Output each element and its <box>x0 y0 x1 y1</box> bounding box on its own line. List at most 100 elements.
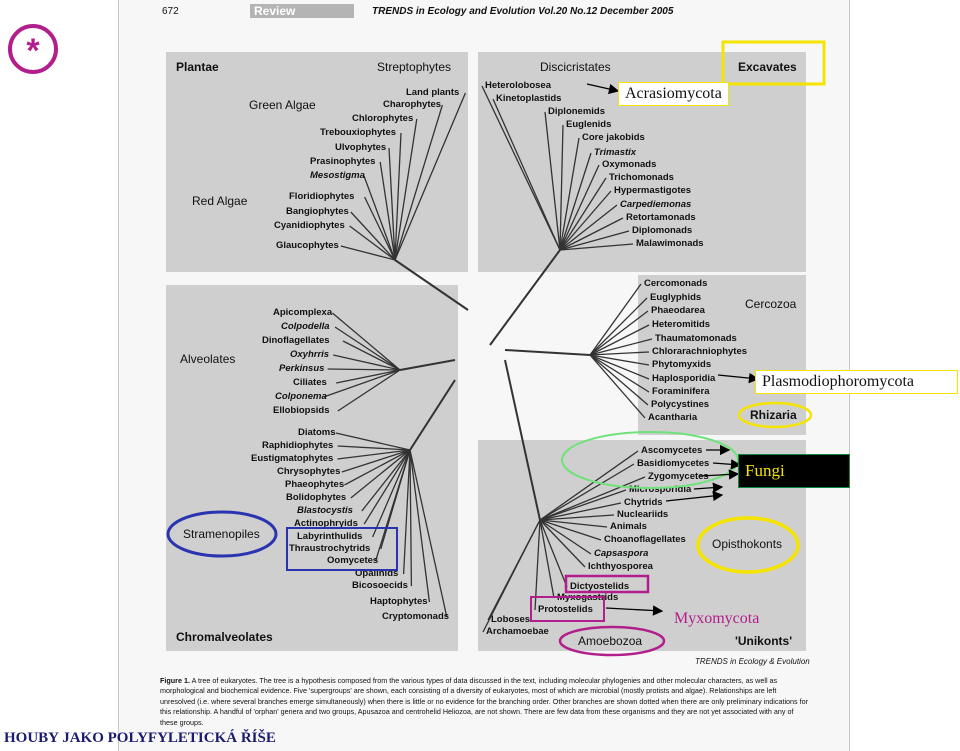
taxon-perkinsus: Perkinsus <box>279 363 325 374</box>
taxon-malawimonads: Malawimonads <box>636 238 704 249</box>
journal-header: TRENDS in Ecology and Evolution Vol.20 N… <box>372 6 674 17</box>
taxon-diatoms: Diatoms <box>298 427 336 438</box>
figure-caption: Figure 1. A tree of eukaryotes. The tree… <box>160 676 810 728</box>
taxon-zygomycetes: Zygomycetes <box>648 471 709 482</box>
taxon-polycystines: Polycystines <box>651 399 710 410</box>
branch-chytrids <box>539 502 622 521</box>
taxon-ellobiopsids: Ellobiopsids <box>273 405 330 416</box>
branch-perkinsus <box>327 368 401 371</box>
branch-chlorophytes <box>394 118 418 261</box>
branch-eustigmatophytes <box>337 449 411 460</box>
branch-retortamonads <box>559 217 624 251</box>
taxon-acantharia: Acantharia <box>648 412 698 423</box>
branch-diatoms <box>335 432 411 451</box>
taxon-thraustrochytrids: Thraustrochytrids <box>289 543 371 554</box>
taxon-chlorarachniophytes: Chlorarachniophytes <box>652 346 748 357</box>
taxon-chlorophytes: Chlorophytes <box>352 113 414 124</box>
branch-opalinids <box>402 449 411 575</box>
taxon-cercomonads: Cercomonads <box>644 278 708 289</box>
branch-mesostigma <box>363 175 396 261</box>
branch-trebouxiophytes <box>394 132 402 261</box>
branch-ellobiopsids <box>337 369 401 412</box>
group-discicristates: Discicristates <box>540 60 611 74</box>
branch-bolidophytes <box>350 449 411 499</box>
branch-cryptomonads <box>409 449 448 618</box>
taxon-euglenids: Euglenids <box>566 119 612 130</box>
branch-zygomycetes <box>539 476 646 521</box>
label-fungi: Fungi <box>738 454 850 488</box>
taxon-oxymonads: Oxymonads <box>602 159 657 170</box>
taxon-retortamonads: Retortamonads <box>626 212 696 223</box>
branch-bangiophytes <box>350 211 396 261</box>
taxon-core-jakobids: Core jakobids <box>582 132 645 143</box>
branch-glaucophytes <box>340 245 396 261</box>
taxon-colponema: Colponema <box>275 391 327 402</box>
taxon-cryptomonads: Cryptomonads <box>382 611 450 622</box>
taxon-haptophytes: Haptophytes <box>370 596 428 607</box>
branch-ciliates <box>336 369 401 384</box>
taxon-oxyhrris: Oxyhrris <box>290 349 330 360</box>
trunk-stramenopiles <box>409 379 456 451</box>
taxon-labyrinthulids: Labyrinthulids <box>297 531 363 542</box>
taxon-charophytes: Charophytes <box>383 99 442 110</box>
label-acrasiomycota: Acrasiomycota <box>618 82 729 106</box>
taxon-protostelids: Protostelids <box>538 604 593 615</box>
group-unikonts: 'Unikonts' <box>735 634 793 648</box>
panel-rhizaria <box>638 275 806 435</box>
slide-footer: HOUBY JAKO POLYFYLETICKÁ ŘÍŠE <box>4 730 276 746</box>
branch-acantharia <box>589 354 646 419</box>
taxon-mesostigma: Mesostigma <box>310 170 365 181</box>
highlight-dictyostelids-box <box>564 574 650 594</box>
highlight-opisthokonts-oval <box>696 516 800 574</box>
branch-kinetoplastids <box>492 98 561 251</box>
branch-prasinophytes <box>379 161 396 261</box>
branch-foraminifera <box>589 354 650 393</box>
highlight-rhizaria-oval <box>737 401 813 429</box>
branch-euglyphids <box>589 297 648 356</box>
taxon-basidiomycetes: Basidiomycetes <box>637 458 710 469</box>
group-rhizaria: Rhizaria <box>750 408 797 422</box>
taxon-archamoebae: Archamoebae <box>486 626 549 637</box>
branch-dictyostelids <box>539 519 568 588</box>
group-red-algae: Red Algae <box>192 194 248 208</box>
branch-blastocystis <box>361 449 411 512</box>
taxon-bolidophytes: Bolidophytes <box>286 492 347 503</box>
branch-cercomonads <box>589 283 642 356</box>
taxon-ascomycetes: Ascomycetes <box>641 445 703 456</box>
branch-land-plants <box>394 92 466 261</box>
branch-thaumatomonads <box>589 338 653 356</box>
taxon-diplomonads: Diplomonads <box>632 225 693 236</box>
highlight-stramenopiles-oval <box>166 510 278 558</box>
taxon-loboses: Loboses <box>491 614 531 625</box>
branch-ulvophytes <box>388 147 396 261</box>
group-stramenopiles: Stramenopiles <box>183 527 260 541</box>
logo-asterisk-icon: * <box>8 24 58 74</box>
branch-cyanidiophytes <box>349 225 396 261</box>
taxon-eustigmatophytes: Eustigmatophytes <box>251 453 334 464</box>
branch-chlorarachniophytes <box>589 351 650 356</box>
branch-heteromitids <box>589 324 650 356</box>
branch-ascomycetes <box>539 450 639 521</box>
group-streptophytes: Streptophytes <box>377 60 452 74</box>
label-myxomycota: Myxomycota <box>674 610 760 627</box>
taxon-glaucophytes: Glaucophytes <box>276 240 339 251</box>
branch-ichthyosporea <box>539 519 586 568</box>
branch-bicosoecids <box>409 449 413 587</box>
branch-colponema <box>323 369 401 398</box>
group-opisthokonts: Opisthokonts <box>712 537 783 551</box>
taxon-phytomyxids: Phytomyxids <box>652 359 712 370</box>
branch-phytomyxids <box>589 354 650 366</box>
branch-floridiophytes <box>364 196 396 261</box>
branch-diplonemids <box>544 111 561 251</box>
branch-phaeophytes <box>344 449 411 486</box>
taxon-ulvophytes: Ulvophytes <box>335 142 387 153</box>
group-alveolates: Alveolates <box>180 352 236 366</box>
branch-malawimonads <box>559 243 634 251</box>
taxon-chrysophytes: Chrysophytes <box>277 466 341 477</box>
branch-nucleariids <box>539 514 615 521</box>
taxon-trimastix: Trimastix <box>594 147 637 158</box>
taxon-actinophryids: Actinophryids <box>294 518 358 529</box>
taxon-animals: Animals <box>610 521 647 532</box>
branch-microsporidia <box>539 489 627 521</box>
